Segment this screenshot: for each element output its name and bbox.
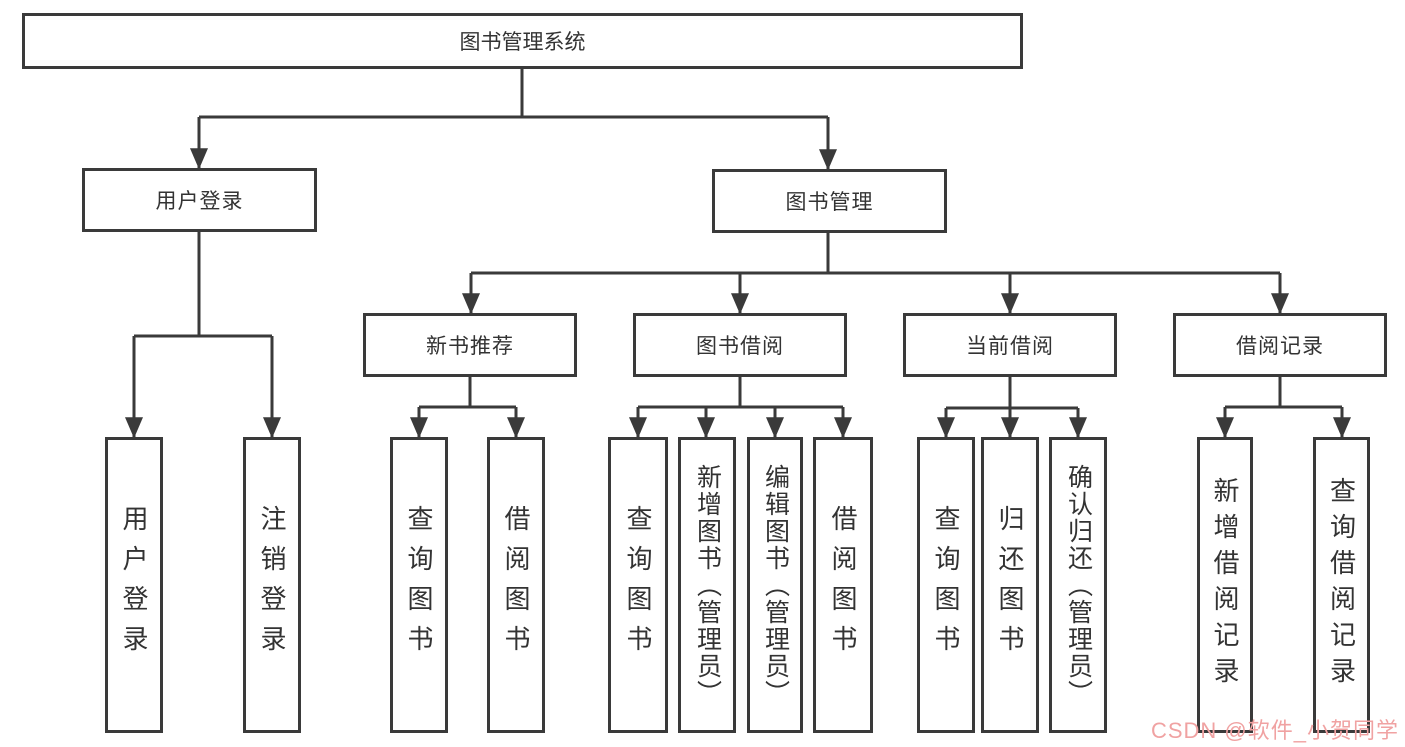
node-book-management: 图书管理 <box>712 169 947 233</box>
node-borrowing-records: 借阅记录 <box>1173 313 1387 377</box>
leaf-borrow-books-1: 借阅图书 <box>487 437 545 733</box>
leaf-add-books-admin: 新增图书（管理员） <box>678 437 736 733</box>
rail-root <box>199 69 828 119</box>
node-user-login: 用户登录 <box>82 168 317 232</box>
rail-new-book <box>419 377 516 409</box>
leaf-confirm-return-admin: 确认归还（管理员） <box>1049 437 1107 733</box>
rail-book-borrow <box>638 377 843 409</box>
node-new-book-recommend: 新书推荐 <box>363 313 577 377</box>
node-book-borrowing: 图书借阅 <box>633 313 847 377</box>
node-library-system: 图书管理系统 <box>22 13 1023 69</box>
node-current-borrowing: 当前借阅 <box>903 313 1117 377</box>
leaf-query-books-2: 查询图书 <box>608 437 668 733</box>
leaf-add-borrow-record: 新增借阅记录 <box>1197 437 1253 733</box>
rail-borrow-record <box>1225 377 1342 409</box>
csdn-watermark: CSDN @软件_小贺同学 <box>1150 718 1399 743</box>
leaf-query-books-1: 查询图书 <box>390 437 448 733</box>
leaf-query-borrow-record: 查询借阅记录 <box>1313 437 1370 733</box>
rail-current-borrow <box>946 377 1078 410</box>
leaf-borrow-books-2: 借阅图书 <box>813 437 873 733</box>
leaf-logout: 注销登录 <box>243 437 301 733</box>
leaf-return-books: 归还图书 <box>981 437 1039 733</box>
leaf-edit-books-admin: 编辑图书（管理员） <box>747 437 803 733</box>
leaf-query-books-3: 查询图书 <box>917 437 975 733</box>
leaf-user-login: 用户登录 <box>105 437 163 733</box>
rail-book-mgmt <box>471 233 1280 275</box>
rail-user-login <box>134 232 272 338</box>
